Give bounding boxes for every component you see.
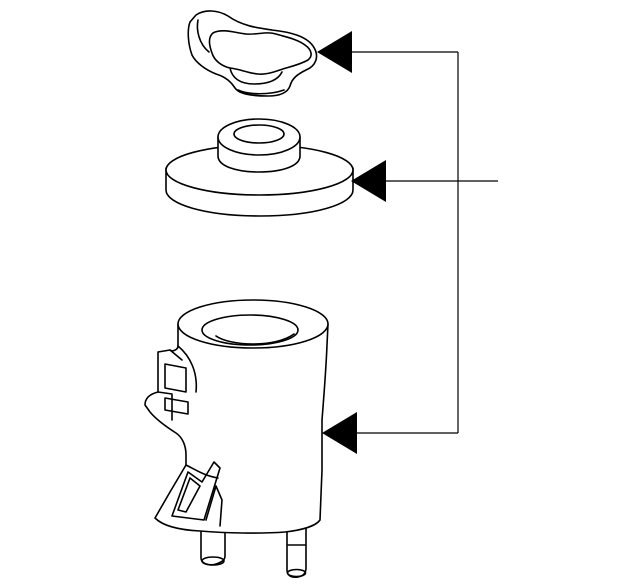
cap-part	[187, 10, 318, 97]
reservoir-part	[144, 299, 329, 579]
arrow-gasket	[351, 160, 386, 202]
leader-arrows	[317, 31, 386, 454]
arrow-reservoir	[322, 412, 357, 454]
leader-lines	[350, 51, 498, 434]
arrow-cap	[317, 31, 352, 73]
gasket-part	[165, 118, 354, 217]
